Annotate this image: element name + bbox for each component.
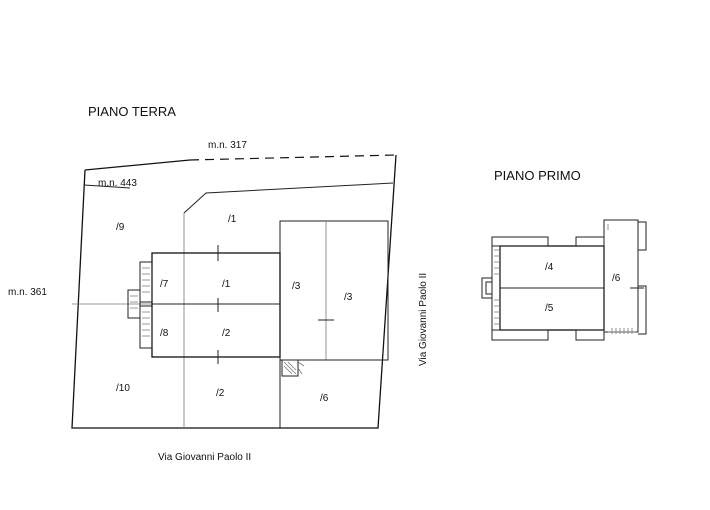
subunit-9: /9 bbox=[116, 222, 125, 233]
subunit-6-ground: /6 bbox=[320, 393, 329, 404]
subunit-3-right: /3 bbox=[344, 292, 353, 303]
main-building bbox=[151, 252, 281, 358]
subunit-1-building: /1 bbox=[222, 279, 231, 290]
unit-6-area bbox=[279, 359, 382, 428]
subunit-3-left: /3 bbox=[292, 281, 301, 292]
neighbor-361-label: m.n. 361 bbox=[8, 287, 47, 298]
west-stairs bbox=[127, 261, 153, 349]
subunit-5: /5 bbox=[545, 303, 554, 314]
ground-floor-title: PIANO TERRA bbox=[88, 104, 176, 119]
ground-floor-plan: PIANO TERRA m.n. 317 m.n. 443 m.n. 361 /… bbox=[8, 104, 429, 463]
balconies bbox=[491, 221, 647, 341]
east-stairs bbox=[281, 359, 305, 377]
inner-top-boundary bbox=[83, 182, 394, 214]
first-floor-stairs bbox=[481, 277, 493, 299]
subunit-6-first: /6 bbox=[612, 273, 621, 284]
subunit-4: /4 bbox=[545, 262, 554, 273]
subunit-8: /8 bbox=[160, 328, 169, 339]
subunit-1-top: /1 bbox=[228, 214, 237, 225]
street-label-bottom: Via Giovanni Paolo II bbox=[158, 452, 251, 463]
dashed-boundary-317 bbox=[189, 154, 397, 161]
first-floor-wing-6 bbox=[603, 219, 639, 333]
subunit-10: /10 bbox=[116, 383, 130, 394]
first-floor-title: PIANO PRIMO bbox=[494, 168, 581, 183]
subunit-7: /7 bbox=[160, 279, 169, 290]
neighbor-317-label: m.n. 317 bbox=[208, 140, 247, 151]
first-floor-plan: PIANO PRIMO /4 /5 /6 bbox=[481, 168, 647, 341]
lot-boundary bbox=[71, 154, 397, 429]
street-label-side: Via Giovanni Paolo II bbox=[418, 273, 429, 366]
subunit-2-bottom: /2 bbox=[216, 388, 225, 399]
neighbor-443-label: m.n. 443 bbox=[98, 178, 137, 189]
subunit-2-building: /2 bbox=[222, 328, 231, 339]
